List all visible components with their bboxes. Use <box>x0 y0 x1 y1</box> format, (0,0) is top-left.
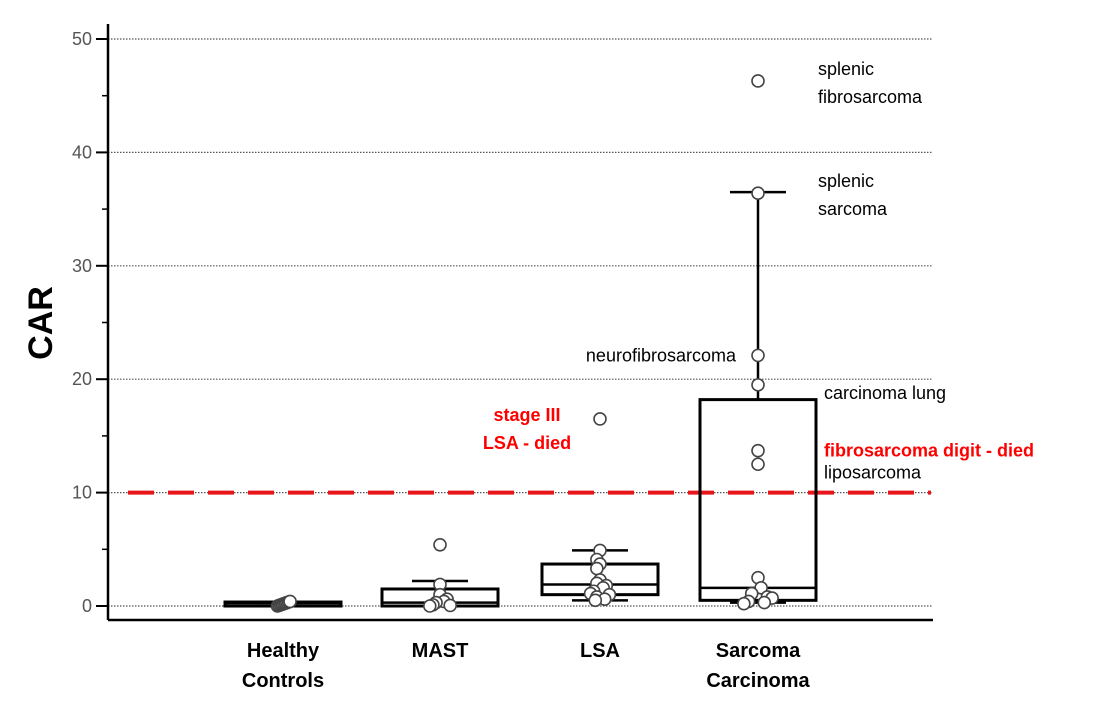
annotation-label: fibrosarcoma <box>818 87 923 107</box>
annotation-label: liposarcoma <box>824 462 922 482</box>
category-label: Carcinoma <box>706 670 810 692</box>
data-point <box>751 457 765 472</box>
annotation-label: sarcoma <box>818 199 888 219</box>
category-label: Controls <box>242 670 324 692</box>
data-point <box>443 598 458 613</box>
data-point <box>737 596 751 611</box>
points-group <box>270 74 779 613</box>
y-tick-label: 20 <box>72 369 92 389</box>
annotation-label: neurofibrosarcoma <box>586 345 737 365</box>
annotation-label: fibrosarcoma digit - died <box>824 441 1034 461</box>
data-point <box>588 593 603 608</box>
data-point <box>433 537 447 552</box>
axes-group: 0 10 20 30 40 50 <box>72 24 933 622</box>
y-tick-label: 0 <box>82 596 92 616</box>
grid-lines <box>108 38 933 607</box>
category-label: LSA <box>580 640 620 662</box>
data-point <box>422 599 437 613</box>
category-label: Healthy <box>247 640 320 662</box>
data-point <box>751 348 765 363</box>
box-4 <box>698 398 818 602</box>
y-tick-label: 50 <box>72 29 92 49</box>
annotation-label: LSA - died <box>483 433 571 453</box>
data-point <box>593 412 607 426</box>
annotation-label: splenic <box>818 59 874 79</box>
data-point <box>283 594 297 609</box>
data-point <box>590 561 604 576</box>
data-point <box>751 74 765 88</box>
data-point <box>751 378 765 392</box>
category-label: MAST <box>412 640 469 662</box>
y-tick-label: 40 <box>72 142 92 162</box>
data-point <box>751 186 765 201</box>
data-point <box>751 443 765 458</box>
data-point <box>757 595 772 610</box>
annotation-label: carcinoma lung <box>824 383 946 403</box>
y-tick-label: 10 <box>72 483 92 503</box>
category-label: Sarcoma <box>716 640 801 662</box>
y-tick-label: 30 <box>72 256 92 276</box>
boxes-group <box>223 190 818 608</box>
y-axis-label: CAR <box>22 286 60 360</box>
annotation-label: splenic <box>818 171 874 191</box>
annotation-label: stage III <box>493 405 560 425</box>
